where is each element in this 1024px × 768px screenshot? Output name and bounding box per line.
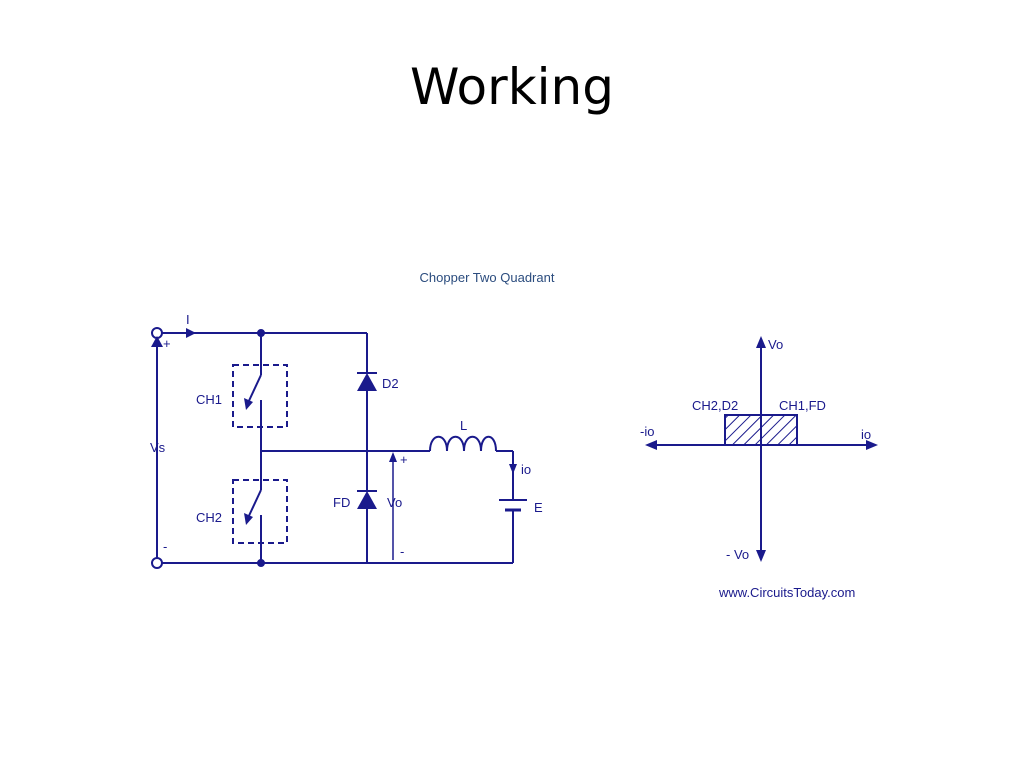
negative-current-label: -io	[640, 424, 654, 439]
ch2-switch-arrowhead	[244, 513, 253, 525]
source-negative-terminal	[151, 557, 163, 569]
current-axis-right-arrow-icon	[866, 440, 878, 450]
source-voltage-arrowhead	[151, 336, 163, 347]
left-region-label: CH2,D2	[692, 398, 738, 413]
inductor-label: L	[460, 418, 467, 433]
ch2-switch-box	[232, 479, 288, 544]
negative-voltage-label: - Vo	[726, 547, 749, 562]
fd-diode-icon	[357, 491, 377, 509]
inductor-coil-icon	[429, 435, 497, 452]
circuit-labels: I + - Vs CH1 CH2 D2 FD + - Vo L io E	[150, 312, 543, 559]
current-label: I	[186, 312, 190, 327]
ch1-switch-blade	[246, 374, 262, 406]
load-current-label: io	[521, 462, 531, 477]
diode-d2-label: D2	[382, 376, 399, 391]
diode-fd-label: FD	[333, 495, 350, 510]
ch1-switch-arrowhead	[244, 398, 253, 410]
ch1-switch-box	[232, 364, 288, 428]
figure-title: Chopper Two Quadrant	[420, 270, 555, 285]
voltage-axis-up-arrow-icon	[756, 336, 766, 348]
voltage-axis-down-arrow-icon	[756, 550, 766, 562]
quadrant-diagram	[645, 336, 878, 562]
d2-diode-icon	[357, 373, 377, 391]
output-voltage-label: Vo	[387, 495, 402, 510]
output-voltage-arrowhead	[389, 452, 397, 462]
current-axis-left-arrow-icon	[645, 440, 657, 450]
quadrant-labels: Vo - Vo io -io CH2,D2 CH1,FD	[640, 337, 871, 562]
watermark: www.CircuitsToday.com	[718, 585, 855, 600]
circuit-diagram	[151, 327, 527, 569]
output-plus-label: +	[400, 452, 408, 467]
positive-current-label: io	[861, 427, 871, 442]
ch2-switch-blade	[246, 489, 262, 521]
battery-label: E	[534, 500, 543, 515]
source-voltage-label: Vs	[150, 440, 166, 455]
output-minus-label: -	[400, 544, 404, 559]
positive-voltage-label: Vo	[768, 337, 783, 352]
load-current-arrow-icon	[509, 464, 517, 474]
right-region-label: CH1,FD	[779, 398, 826, 413]
slide-title: Working	[410, 58, 614, 116]
switch2-label: CH2	[196, 510, 222, 525]
source-plus-label: +	[163, 336, 171, 351]
source-minus-label: -	[163, 539, 167, 554]
current-arrow-icon	[186, 328, 196, 338]
switch1-label: CH1	[196, 392, 222, 407]
